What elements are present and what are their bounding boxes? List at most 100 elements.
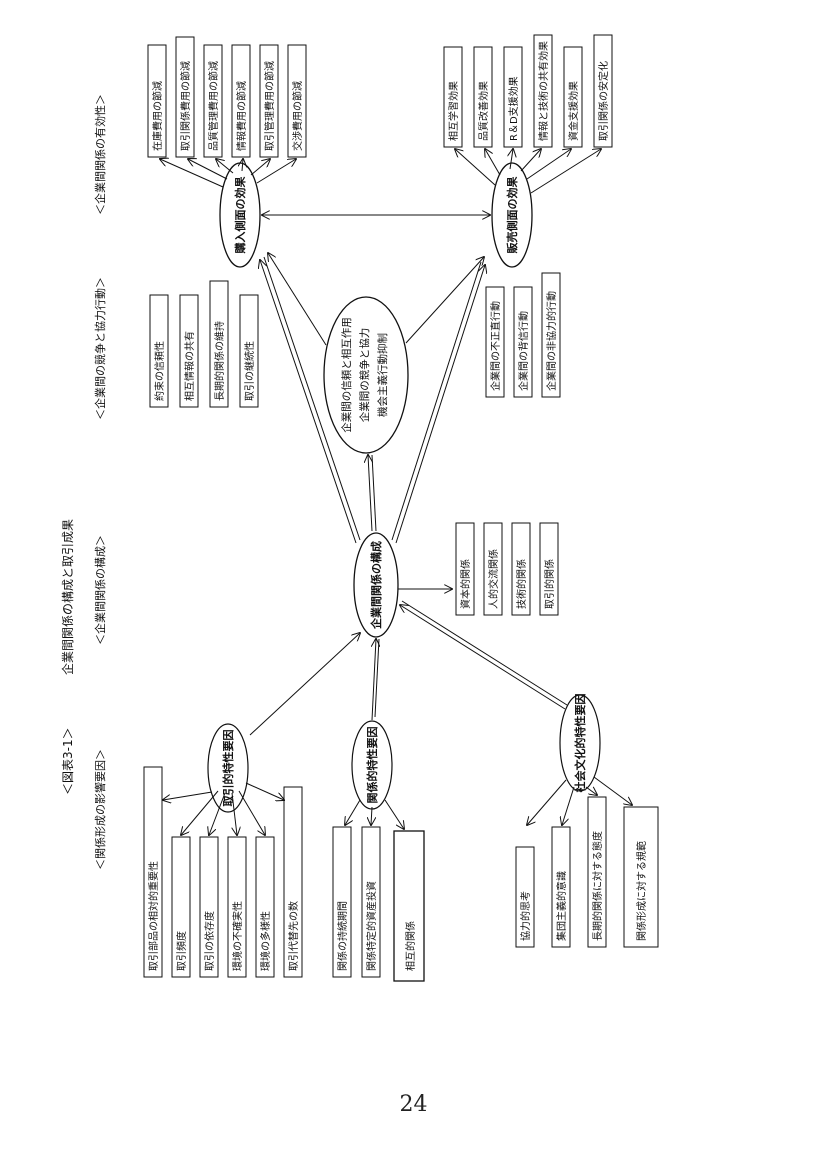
cf-item-2: 長期的関係に対する態度 xyxy=(591,831,604,941)
pe-box-5 xyxy=(287,44,307,158)
rf-box-1 xyxy=(361,826,381,978)
st-item-0: 資本的関係 xyxy=(459,559,472,609)
relational-factor-title: 関係的特性要因 xyxy=(365,727,379,804)
pe-box-0 xyxy=(147,44,167,158)
tf-item-1: 取引頻度 xyxy=(175,931,188,971)
bo-item-1: 企業間の背信行動 xyxy=(517,311,530,391)
se-item-1: 品質改善効果 xyxy=(477,81,490,141)
pe-box-2 xyxy=(203,44,223,158)
bc-item-3: 取引の継続性 xyxy=(243,341,256,401)
tf-box-3 xyxy=(227,836,247,978)
cultural-factor-title: 社会文化的特性要因 xyxy=(573,694,587,794)
behavior-line-1: 企業間の競争と協力 xyxy=(358,328,371,423)
header-influence-factors: ＜関係形成の影響要因＞ xyxy=(93,749,107,870)
st-item-1: 人的交流関係 xyxy=(487,549,500,609)
st-box-2 xyxy=(511,522,531,616)
bc-box-0 xyxy=(149,294,169,408)
tf-box-1 xyxy=(171,836,191,978)
rf-box-0 xyxy=(332,826,352,978)
bc-item-1: 相互情報の共有 xyxy=(183,331,196,401)
st-box-3 xyxy=(539,522,559,616)
sales-effect-title: 販売側面の効果 xyxy=(505,177,519,254)
se-item-5: 取引関係の安定化 xyxy=(597,61,610,141)
bo-item-2: 企業間の非協力的行動 xyxy=(545,291,558,391)
se-item-0: 相互学習効果 xyxy=(447,81,460,141)
se-item-4: 資金支援効果 xyxy=(567,81,580,141)
behavior-line-0: 企業間の信頼と相互作用 xyxy=(340,317,353,433)
rf-item-1: 関係特定的資産投資 xyxy=(365,881,378,971)
cf-box-0 xyxy=(515,846,535,948)
structure-title: 企業間関係の構成 xyxy=(369,541,383,630)
se-box-0 xyxy=(443,46,463,148)
pe-item-3: 情報費用の節減 xyxy=(235,81,248,151)
se-item-2: R＆D支援効果 xyxy=(507,76,520,141)
cf-box-3 xyxy=(623,806,659,948)
sales-effect-group: 販売側面の効果 相互学習効果 品質改善効果 R＆D支援効果 情報と技術の共有効果… xyxy=(443,34,613,268)
st-item-2: 技術的関係 xyxy=(515,559,528,609)
st-box-1 xyxy=(483,522,503,616)
rf-box-2 xyxy=(393,830,425,982)
tf-item-5: 取引代替先の数 xyxy=(287,901,300,971)
structure-group: 企業間関係の構成 資本的関係 人的交流関係 技術的関係 取引的関係 xyxy=(353,522,559,638)
pe-item-0: 在庫費用の節減 xyxy=(151,81,164,151)
cf-item-0: 協力的思考 xyxy=(519,891,532,941)
se-box-4 xyxy=(563,46,583,148)
pe-box-4 xyxy=(259,44,279,158)
se-item-3: 情報と技術の共有効果 xyxy=(537,41,550,141)
se-box-5 xyxy=(593,34,613,148)
tf-item-0: 取引部品の相対的重要性 xyxy=(147,861,160,971)
tf-item-4: 環境の多様性 xyxy=(259,911,272,971)
relational-factor-group: 関係的特性要因 関係の持続期間 関係特定的資産投資 相互的関係 xyxy=(332,720,425,982)
cf-box-2 xyxy=(587,796,607,948)
figure-label: ＜図表3-1＞ xyxy=(61,727,75,795)
purchase-effect-group: 購入側面の効果 在庫費用の節減 取引関係費用の節減 品質管理費用の節減 情報費用… xyxy=(147,36,307,268)
pe-item-4: 取引管理費用の節減 xyxy=(263,61,276,151)
behavior-line-2: 機会主義行動抑制 xyxy=(376,333,389,417)
pe-item-5: 交渉費用の節減 xyxy=(291,81,304,151)
bc-box-2 xyxy=(209,280,229,408)
rf-item-0: 関係の持続期間 xyxy=(336,901,349,971)
rf-item-2: 相互的関係 xyxy=(404,921,417,971)
pe-item-1: 取引関係費用の節減 xyxy=(179,61,192,151)
st-item-3: 取引的関係 xyxy=(543,559,556,609)
tf-box-0 xyxy=(143,766,163,978)
behavior-node xyxy=(323,296,409,454)
pe-box-3 xyxy=(231,44,251,158)
se-box-1 xyxy=(473,46,493,148)
pe-box-1 xyxy=(175,36,195,158)
cultural-factor-node xyxy=(559,694,601,792)
page-number: 24 xyxy=(399,1092,428,1117)
behavior-group: 企業間の信頼と相互作用 企業間の競争と協力 機会主義行動抑制 約束の信頼性 相互… xyxy=(149,272,561,532)
se-box-3 xyxy=(533,34,553,148)
figure-caption: ＜図表3-1＞ 企業間関係の構成と取引成果 xyxy=(60,519,75,795)
tf-box-5 xyxy=(283,786,303,978)
header-effectiveness: ＜企業間関係の有効性＞ xyxy=(93,94,107,215)
transaction-factor-node xyxy=(207,723,249,813)
header-relation-structure: ＜企業間関係の構成＞ xyxy=(93,535,107,645)
sales-effect-node xyxy=(491,162,533,268)
structure-to-effect-arrows xyxy=(260,253,485,544)
purchase-effect-title: 購入側面の効果 xyxy=(233,177,247,255)
tf-item-2: 取引の依存度 xyxy=(203,911,216,971)
tf-box-4 xyxy=(255,836,275,978)
pe-item-2: 品質管理費用の節減 xyxy=(207,61,220,151)
transaction-factor-title: 取引的特性要因 xyxy=(221,730,235,807)
bc-item-0: 約束の信頼性 xyxy=(153,341,166,401)
structure-node xyxy=(353,532,399,638)
tf-item-3: 環境の不確実性 xyxy=(231,901,244,971)
se-box-2 xyxy=(503,46,523,148)
cf-item-1: 集団主義的意識 xyxy=(555,871,568,941)
cf-item-3: 関係形成に対する規範 xyxy=(635,841,648,941)
st-box-0 xyxy=(455,522,475,616)
header-competition-cooperation: ＜企業間の競争と協力行動＞ xyxy=(93,277,107,420)
bc-item-2: 長期的関係の維持 xyxy=(213,321,226,401)
tf-box-2 xyxy=(199,836,219,978)
factor-to-structure-arrows xyxy=(249,600,568,736)
figure-title: 企業間関係の構成と取引成果 xyxy=(60,519,75,675)
bo-box-2 xyxy=(541,272,561,398)
transaction-factor-group: 取引的特性要因 取引部品の相対的重要性 取引頻度 取引の依存度 環境の不確実性 … xyxy=(143,723,303,978)
cultural-factor-group: 社会文化的特性要因 協力的思考 集団主義的意識 長期的関係に対する態度 関係形成… xyxy=(515,694,659,948)
bo-box-1 xyxy=(513,286,533,398)
bc-box-1 xyxy=(179,294,199,408)
